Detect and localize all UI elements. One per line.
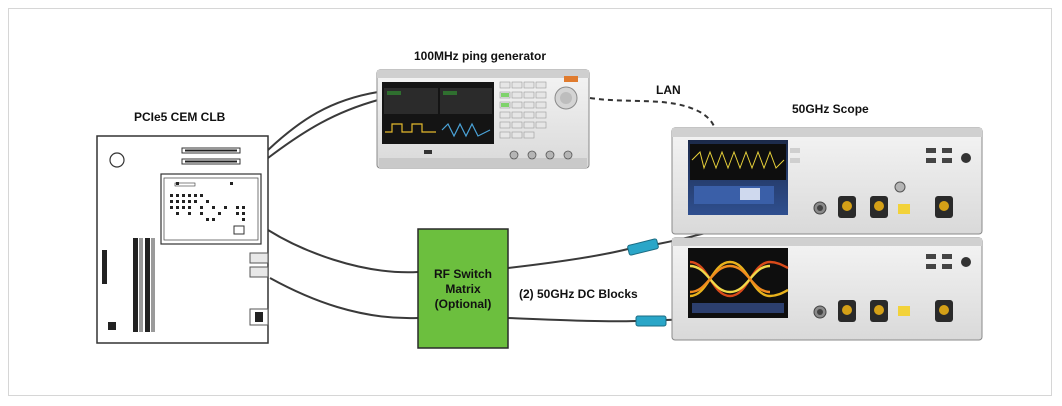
lan-link	[589, 97, 717, 133]
generator-waveform-1	[385, 123, 436, 133]
eye-diagram	[689, 260, 789, 298]
memory-slot-1	[133, 238, 138, 332]
memory-slot-2	[145, 238, 150, 332]
dc-block-1	[627, 238, 659, 256]
generator-outputs	[509, 150, 573, 160]
rf-switch-label-line1: RF Switch	[434, 267, 492, 281]
dc-blocks	[627, 238, 667, 327]
cable-clb-to-switch-2	[269, 277, 419, 320]
scope-bottom-unit	[671, 237, 983, 341]
diagram-frame	[8, 8, 1052, 396]
scope-top-unit	[671, 127, 983, 235]
scope-top-trace	[691, 150, 785, 170]
label-dc-blocks: (2) 50GHz DC Blocks	[519, 287, 638, 301]
sma-connector-2	[249, 266, 269, 278]
cable-clb-to-generator-1	[267, 91, 379, 151]
rf-switch-label-line3: (Optional)	[435, 297, 492, 311]
generator-waveform-2	[441, 122, 491, 138]
rf-switch-label-line2: Matrix	[445, 282, 481, 296]
connector-pins	[170, 182, 245, 221]
mounting-hole	[109, 152, 125, 168]
cable-switch-to-dcblock-1	[507, 248, 629, 269]
pcie5-clb-board	[96, 135, 269, 344]
ping-generator-instrument	[376, 69, 590, 169]
rf-switch-matrix	[417, 228, 509, 349]
cable-clb-to-switch-1	[267, 229, 419, 274]
cable-clb-to-generator-2	[267, 99, 379, 159]
dc-block-2	[635, 315, 667, 327]
label-ping-generator: 100MHz ping generator	[414, 49, 546, 63]
header-connector	[102, 250, 107, 284]
scope-bottom-inputs	[813, 300, 953, 322]
label-clb: PCIe5 CEM CLB	[134, 110, 226, 124]
sma-connector-1	[249, 252, 269, 264]
scope-top-inputs	[813, 181, 953, 218]
cable-switch-to-dcblock-2	[507, 317, 637, 323]
label-lan: LAN	[656, 83, 681, 97]
label-scope: 50GHz Scope	[792, 102, 869, 116]
